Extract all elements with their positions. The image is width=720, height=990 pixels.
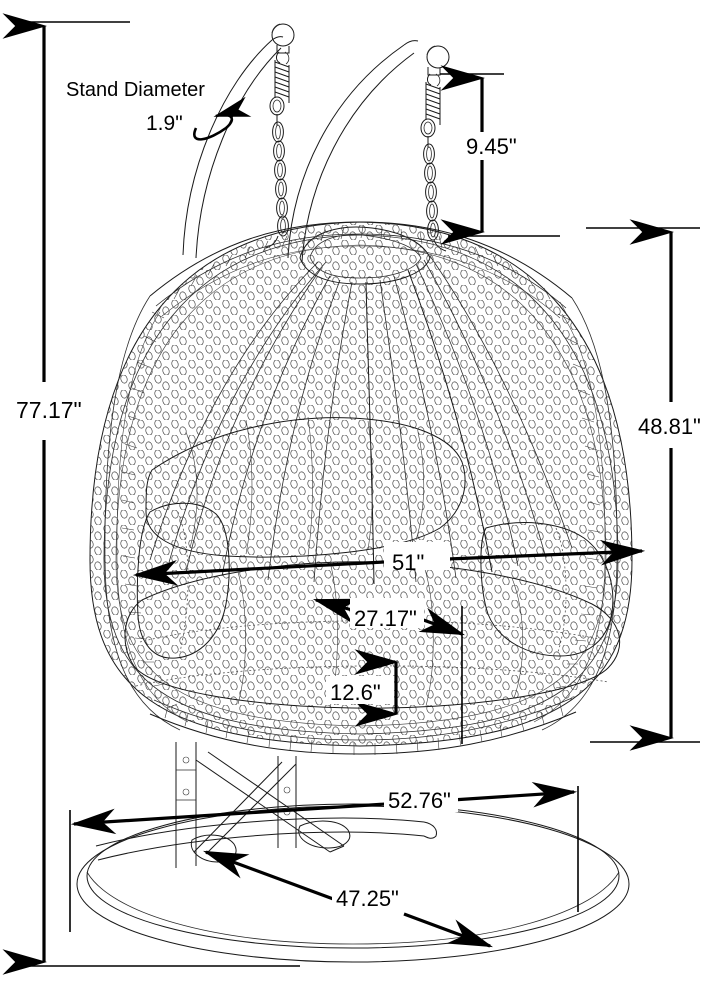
base-diameter-value: 47.25" xyxy=(336,886,399,911)
chain-right xyxy=(423,143,439,241)
dimension-stand-diameter: Stand Diameter 1.9" xyxy=(66,79,252,141)
stand-diameter-label: Stand Diameter xyxy=(66,79,205,101)
stand-diameter-value: 1.9" xyxy=(146,112,183,135)
total-height-value: 77.17" xyxy=(16,397,82,423)
seat-depth-value: 27.17" xyxy=(354,606,417,631)
dimension-chair-height: 48.81" xyxy=(586,219,701,751)
hanging-hardware-left xyxy=(265,45,290,249)
dimension-seat-height: 12.6" xyxy=(326,649,400,727)
spring-left xyxy=(274,60,290,103)
dimension-base-diameter: 47.25" xyxy=(202,850,493,948)
spring-right xyxy=(425,82,441,125)
base-frame xyxy=(76,742,630,963)
dimension-seat-depth: 27.17" xyxy=(312,598,466,744)
chair-height-value: 48.81" xyxy=(638,414,701,439)
bottom-braid-band xyxy=(149,697,577,755)
seat-height-value: 12.6" xyxy=(330,680,381,705)
stand-diameter-arc xyxy=(193,96,252,141)
hanging-hardware-right xyxy=(420,67,447,252)
top-handle xyxy=(299,226,431,285)
chain-drop-value: 9.45" xyxy=(466,134,517,159)
dimension-overall-width: 51" xyxy=(132,539,646,586)
base-width-value: 52.76" xyxy=(388,788,451,813)
overall-width-value: 51" xyxy=(392,550,424,575)
dimension-base-width: 52.76" xyxy=(69,781,579,932)
rim-braid-left xyxy=(104,295,189,731)
chain-left xyxy=(272,121,289,237)
shell-ribs xyxy=(149,255,573,585)
dimension-total-height: 77.17" xyxy=(2,13,300,975)
dimension-chain-drop: 9.45" xyxy=(440,65,560,245)
wicker-texture xyxy=(90,222,632,746)
